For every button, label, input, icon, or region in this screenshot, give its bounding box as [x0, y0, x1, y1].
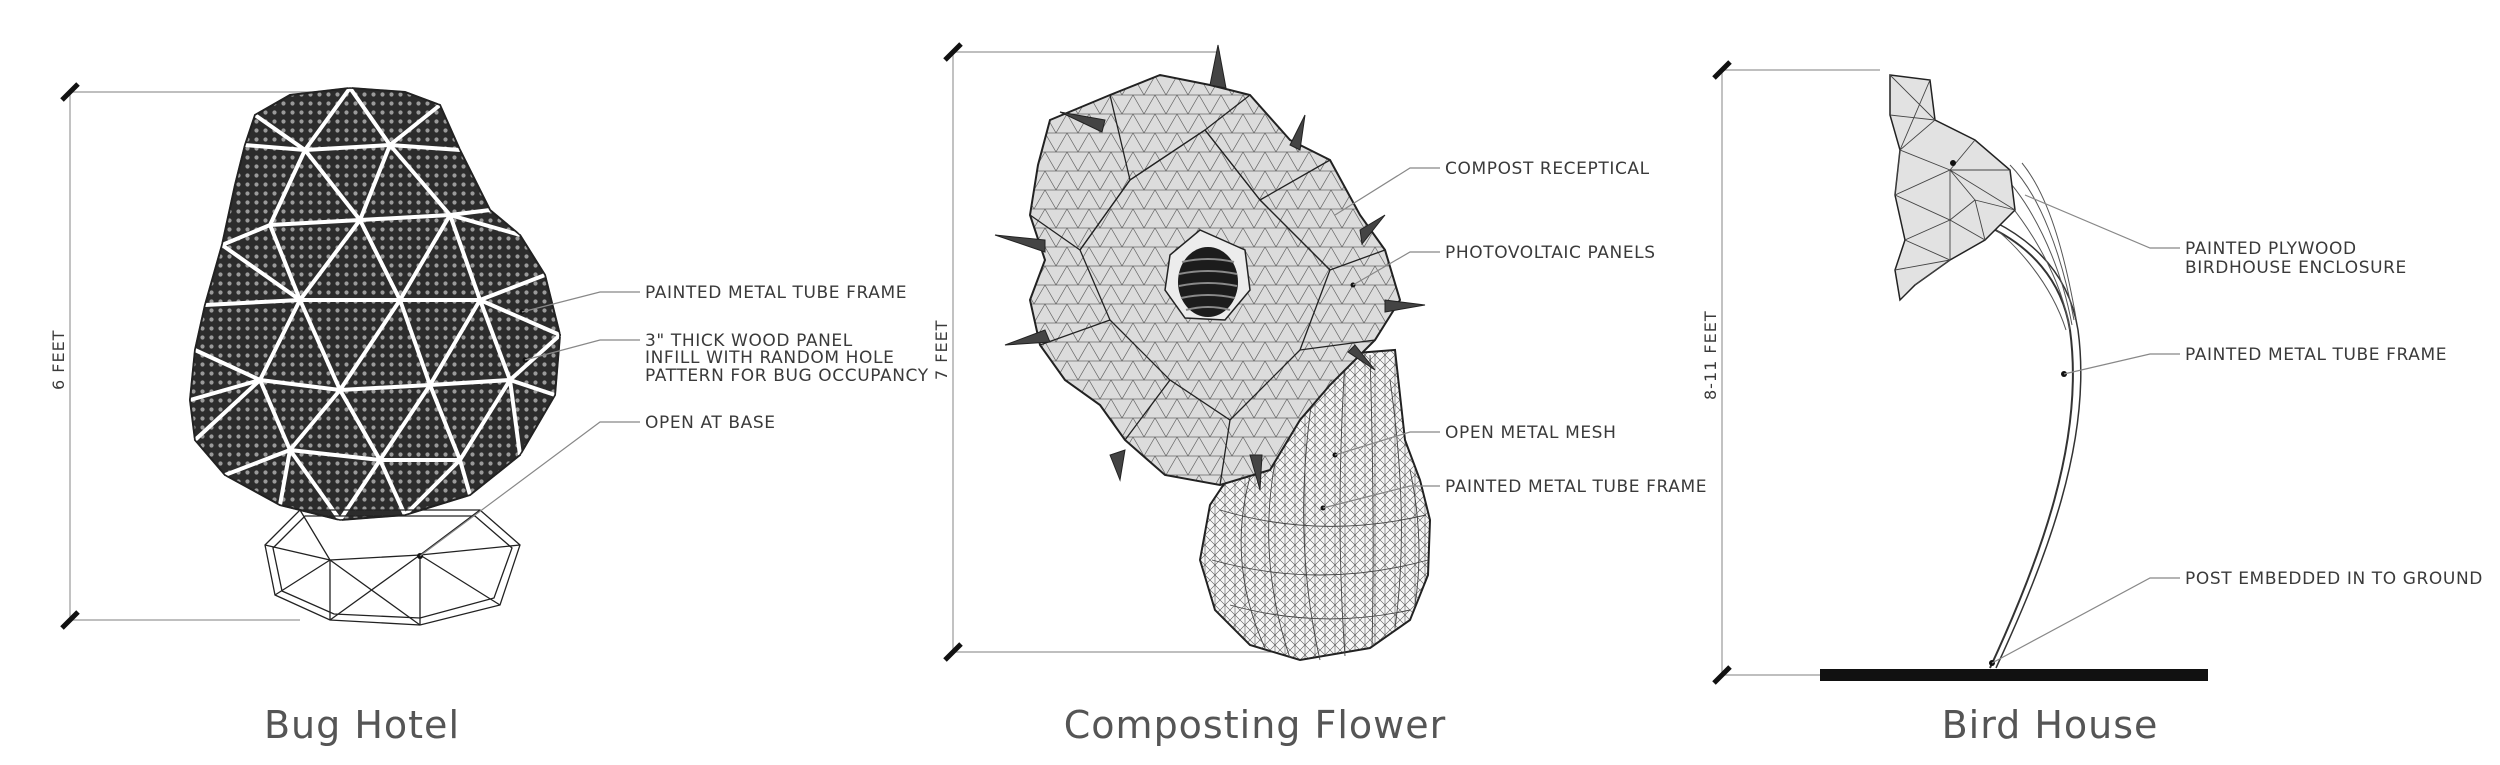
bird-house-sculpture	[1820, 74, 2208, 681]
bug-hotel-dimension-label: 6 FEET	[49, 330, 68, 390]
ground-bar	[1820, 669, 2208, 681]
callout-bird-tube-frame: PAINTED METAL TUBE FRAME	[2185, 345, 2447, 365]
bug-hotel-panel: 6 FEET	[49, 82, 929, 747]
bird-house-title: Bird House	[1942, 703, 2159, 747]
bug-hotel-sculpture	[188, 86, 562, 626]
callout-open-metal-mesh: OPEN METAL MESH	[1445, 423, 1616, 443]
composting-flower-callouts: COMPOST RECEPTICAL PHOTOVOLTAIC PANELS O…	[1320, 159, 1707, 511]
callout-flower-tube-frame: PAINTED METAL TUBE FRAME	[1445, 477, 1707, 497]
bird-house-callouts: PAINTED PLYWOOD BIRDHOUSE ENCLOSURE PAIN…	[1950, 160, 2483, 666]
callout-painted-metal-tube-frame: PAINTED METAL TUBE FRAME	[645, 283, 907, 303]
composting-flower-title: Composting Flower	[1064, 703, 1446, 747]
bird-house-dimension: 8-11 FEET	[1701, 60, 1880, 685]
callout-random-hole-infill: INFILL WITH RANDOM HOLE	[645, 348, 894, 368]
callout-bug-occupancy: PATTERN FOR BUG OCCUPANCY	[645, 366, 929, 386]
callout-birdhouse-enclosure: BIRDHOUSE ENCLOSURE	[2185, 258, 2407, 278]
callout-compost-receptical: COMPOST RECEPTICAL	[1445, 159, 1650, 179]
composting-flower-sculpture	[994, 44, 1432, 662]
bug-hotel-title: Bug Hotel	[264, 703, 460, 747]
bird-house-panel: 8-11 FEET	[1701, 60, 2483, 747]
callout-painted-plywood: PAINTED PLYWOOD	[2185, 239, 2357, 259]
callout-post-embedded: POST EMBEDDED IN TO GROUND	[2185, 569, 2483, 589]
bug-hotel-dimension: 6 FEET	[49, 82, 360, 630]
bird-house-dimension-label: 8-11 FEET	[1701, 310, 1720, 400]
compost-receptacle	[1164, 229, 1251, 321]
bug-hotel-callouts: PAINTED METAL TUBE FRAME 3" THICK WOOD P…	[417, 283, 929, 559]
callout-open-at-base: OPEN AT BASE	[645, 413, 776, 433]
composting-flower-panel: 7 FEET	[932, 42, 1707, 747]
composting-flower-dimension-label: 7 FEET	[932, 320, 951, 380]
callout-wood-panel: 3" THICK WOOD PANEL	[645, 331, 853, 351]
composting-flower-dimension: 7 FEET	[932, 42, 1280, 662]
callout-photovoltaic-panels: PHOTOVOLTAIC PANELS	[1445, 243, 1656, 263]
